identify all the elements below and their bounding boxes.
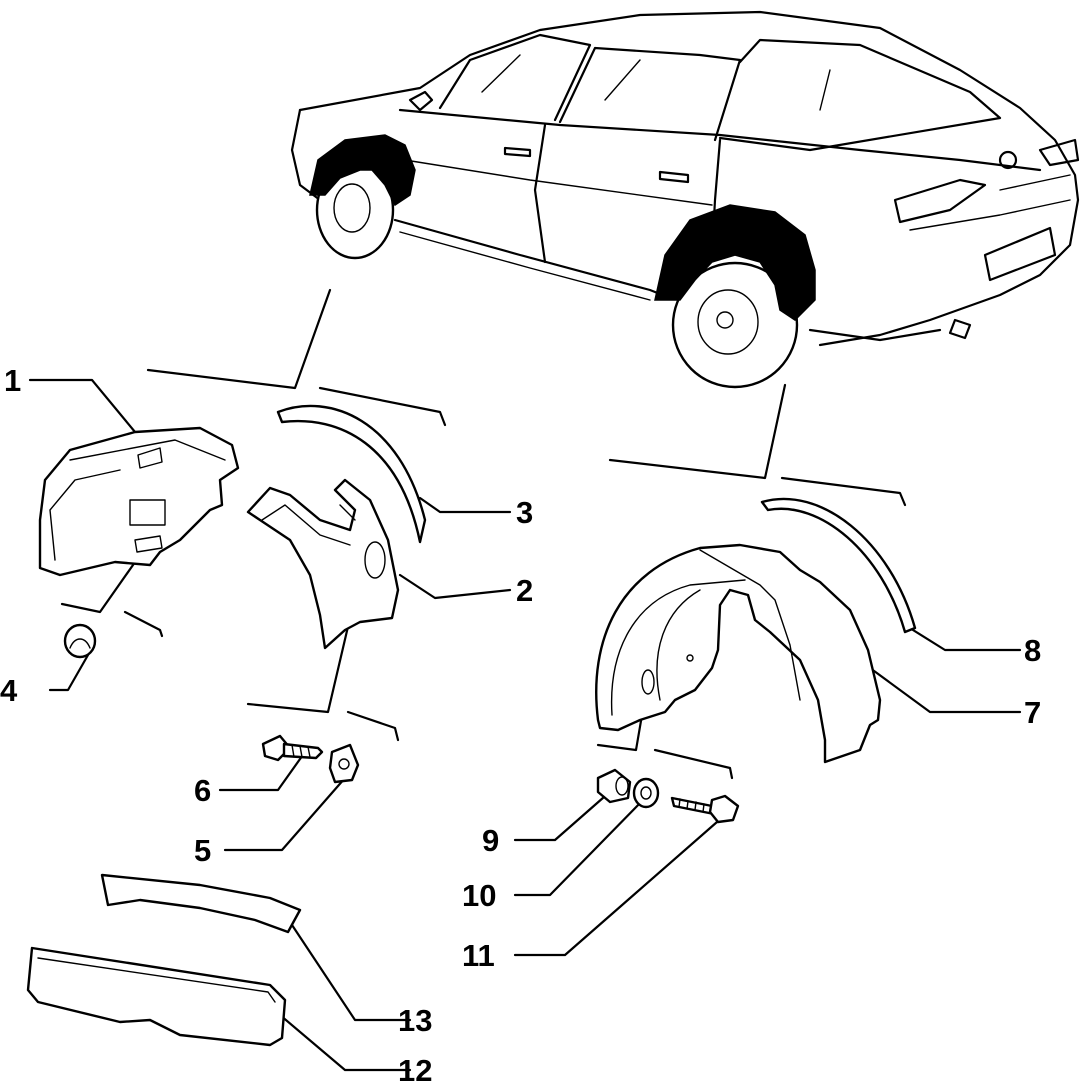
callout-7: 7 bbox=[1024, 695, 1041, 730]
car-illustration bbox=[290, 10, 1080, 389]
callout-8: 8 bbox=[1024, 633, 1041, 668]
nut-clip-part-5 bbox=[328, 743, 360, 784]
strip-pad-part-13 bbox=[100, 873, 302, 934]
washer-part-10 bbox=[632, 777, 660, 809]
callout-5: 5 bbox=[194, 833, 211, 868]
callout-12: 12 bbox=[398, 1053, 432, 1081]
clip-part-4 bbox=[63, 623, 97, 659]
callout-2: 2 bbox=[516, 573, 533, 608]
bolt-part-11 bbox=[670, 794, 740, 824]
callout-6: 6 bbox=[194, 773, 211, 808]
callout-labels: 1 2 3 4 5 6 7 8 9 10 11 12 13 bbox=[0, 363, 1041, 1081]
front-liner-part-2 bbox=[246, 478, 400, 650]
rear-arch-strip-part-8 bbox=[760, 497, 917, 634]
front-liner-part-1 bbox=[38, 426, 240, 577]
front-arch-strip-part-3 bbox=[276, 404, 427, 544]
spacer-part-9 bbox=[596, 768, 632, 804]
callout-1: 1 bbox=[4, 363, 21, 398]
pad-part-12 bbox=[26, 946, 287, 1047]
leader-lines bbox=[28, 288, 1022, 1072]
callout-3: 3 bbox=[516, 495, 533, 530]
rear-liner-part-7 bbox=[595, 543, 882, 764]
callout-11: 11 bbox=[462, 938, 495, 973]
callout-10: 10 bbox=[462, 878, 496, 913]
callout-4: 4 bbox=[0, 673, 18, 708]
screw-part-6 bbox=[261, 734, 324, 762]
callout-9: 9 bbox=[482, 823, 499, 858]
callout-13: 13 bbox=[398, 1003, 432, 1038]
